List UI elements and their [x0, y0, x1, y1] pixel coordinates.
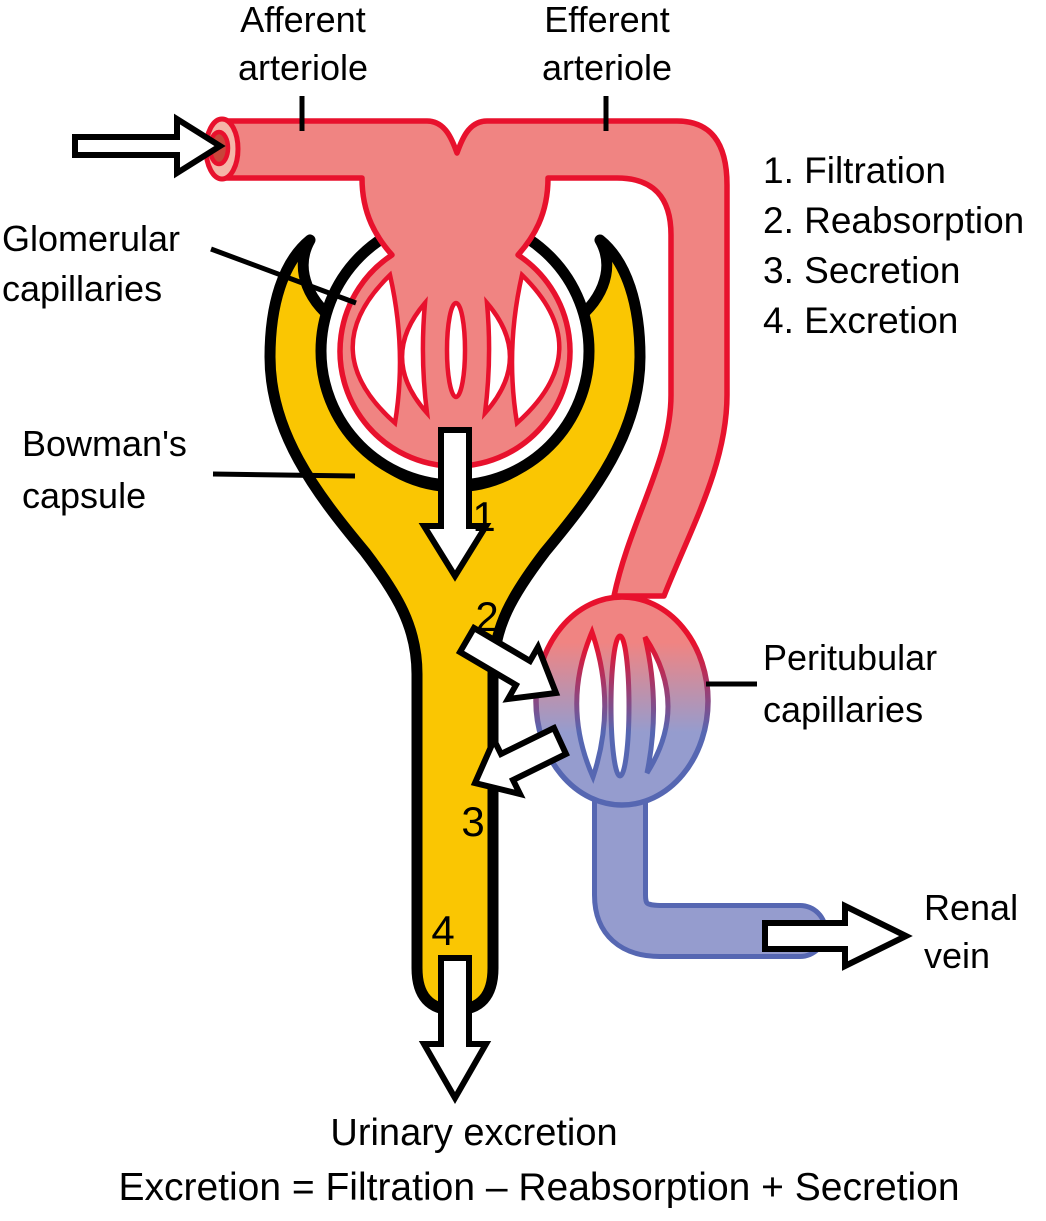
process-list-item-secretion: 3. Secretion: [763, 250, 961, 291]
glomerular-loop-inner-left: [399, 296, 431, 420]
secretion-arrow: [470, 723, 570, 799]
reabsorption-arrow: [455, 623, 561, 703]
label-efferent-arteriole-line2: arteriole: [541, 47, 673, 88]
label-afferent-arteriole-line2: arteriole: [237, 47, 369, 88]
peritubular-loop-right: [642, 635, 671, 775]
process-list: 1. Filtration 2. Reabsorption 3. Secreti…: [763, 146, 1024, 346]
label-glomerular-capillaries: Glomerular capillaries: [2, 214, 180, 314]
label-bowmans-capsule-line1: Bowman's: [22, 423, 187, 464]
process-list-item-excretion: 4. Excretion: [763, 300, 959, 341]
glomerular-loop-outer-right: [509, 270, 562, 428]
step-marker-3: 3: [461, 798, 485, 845]
step-marker-4: 4: [431, 907, 455, 954]
step-marker-2: 2: [475, 593, 499, 640]
label-efferent-arteriole-line1: Efferent: [544, 0, 670, 40]
glomerular-loop-inner-right: [481, 296, 513, 420]
bowmans-leader-line: [212, 471, 356, 479]
label-bowmans-capsule-line2: capsule: [22, 475, 147, 516]
filtration-arrow: [418, 427, 492, 582]
label-efferent-arteriole: Efferent arteriole: [542, 0, 672, 92]
label-bowmans-capsule: Bowman's capsule: [22, 418, 187, 522]
process-list-item-reabsorption: 2. Reabsorption: [763, 200, 1025, 241]
process-list-item-filtration: 1. Filtration: [763, 150, 947, 191]
label-renal-vein-line2: vein: [924, 935, 991, 976]
step-marker-1: 1: [472, 493, 496, 540]
label-afferent-arteriole: Afferent arteriole: [238, 0, 368, 92]
label-renal-vein-line1: Renal: [924, 887, 1019, 928]
label-glomerular-capillaries-line1: Glomerular: [2, 218, 181, 259]
glomerular-leader-line: [210, 246, 357, 306]
label-peritubular-capillaries-line2: capillaries: [763, 689, 924, 730]
label-renal-vein: Renal vein: [924, 884, 1018, 980]
label-afferent-arteriole-line1: Afferent: [240, 0, 366, 40]
label-peritubular-capillaries-line1: Peritubular: [763, 637, 938, 678]
peritubular-loop-left: [574, 625, 608, 784]
renal-vein-outflow-arrow: [762, 901, 913, 971]
label-peritubular-capillaries: Peritubular capillaries: [763, 632, 937, 736]
excretion-arrow: [418, 955, 492, 1105]
label-urinary-excretion: Urinary excretion: [330, 1112, 618, 1154]
excretion-equation: Excretion = Filtration – Reabsorption + …: [118, 1166, 960, 1209]
arteriole-vasculature: [219, 118, 730, 599]
renal-vein-tube: [597, 737, 823, 954]
label-glomerular-capillaries-line2: capillaries: [2, 268, 163, 309]
glomerular-loop-center: [444, 300, 468, 400]
glomerular-loop-outer-left: [350, 270, 403, 428]
peritubular-loop-center: [608, 633, 632, 779]
blood-inflow-arrow: [72, 113, 226, 179]
